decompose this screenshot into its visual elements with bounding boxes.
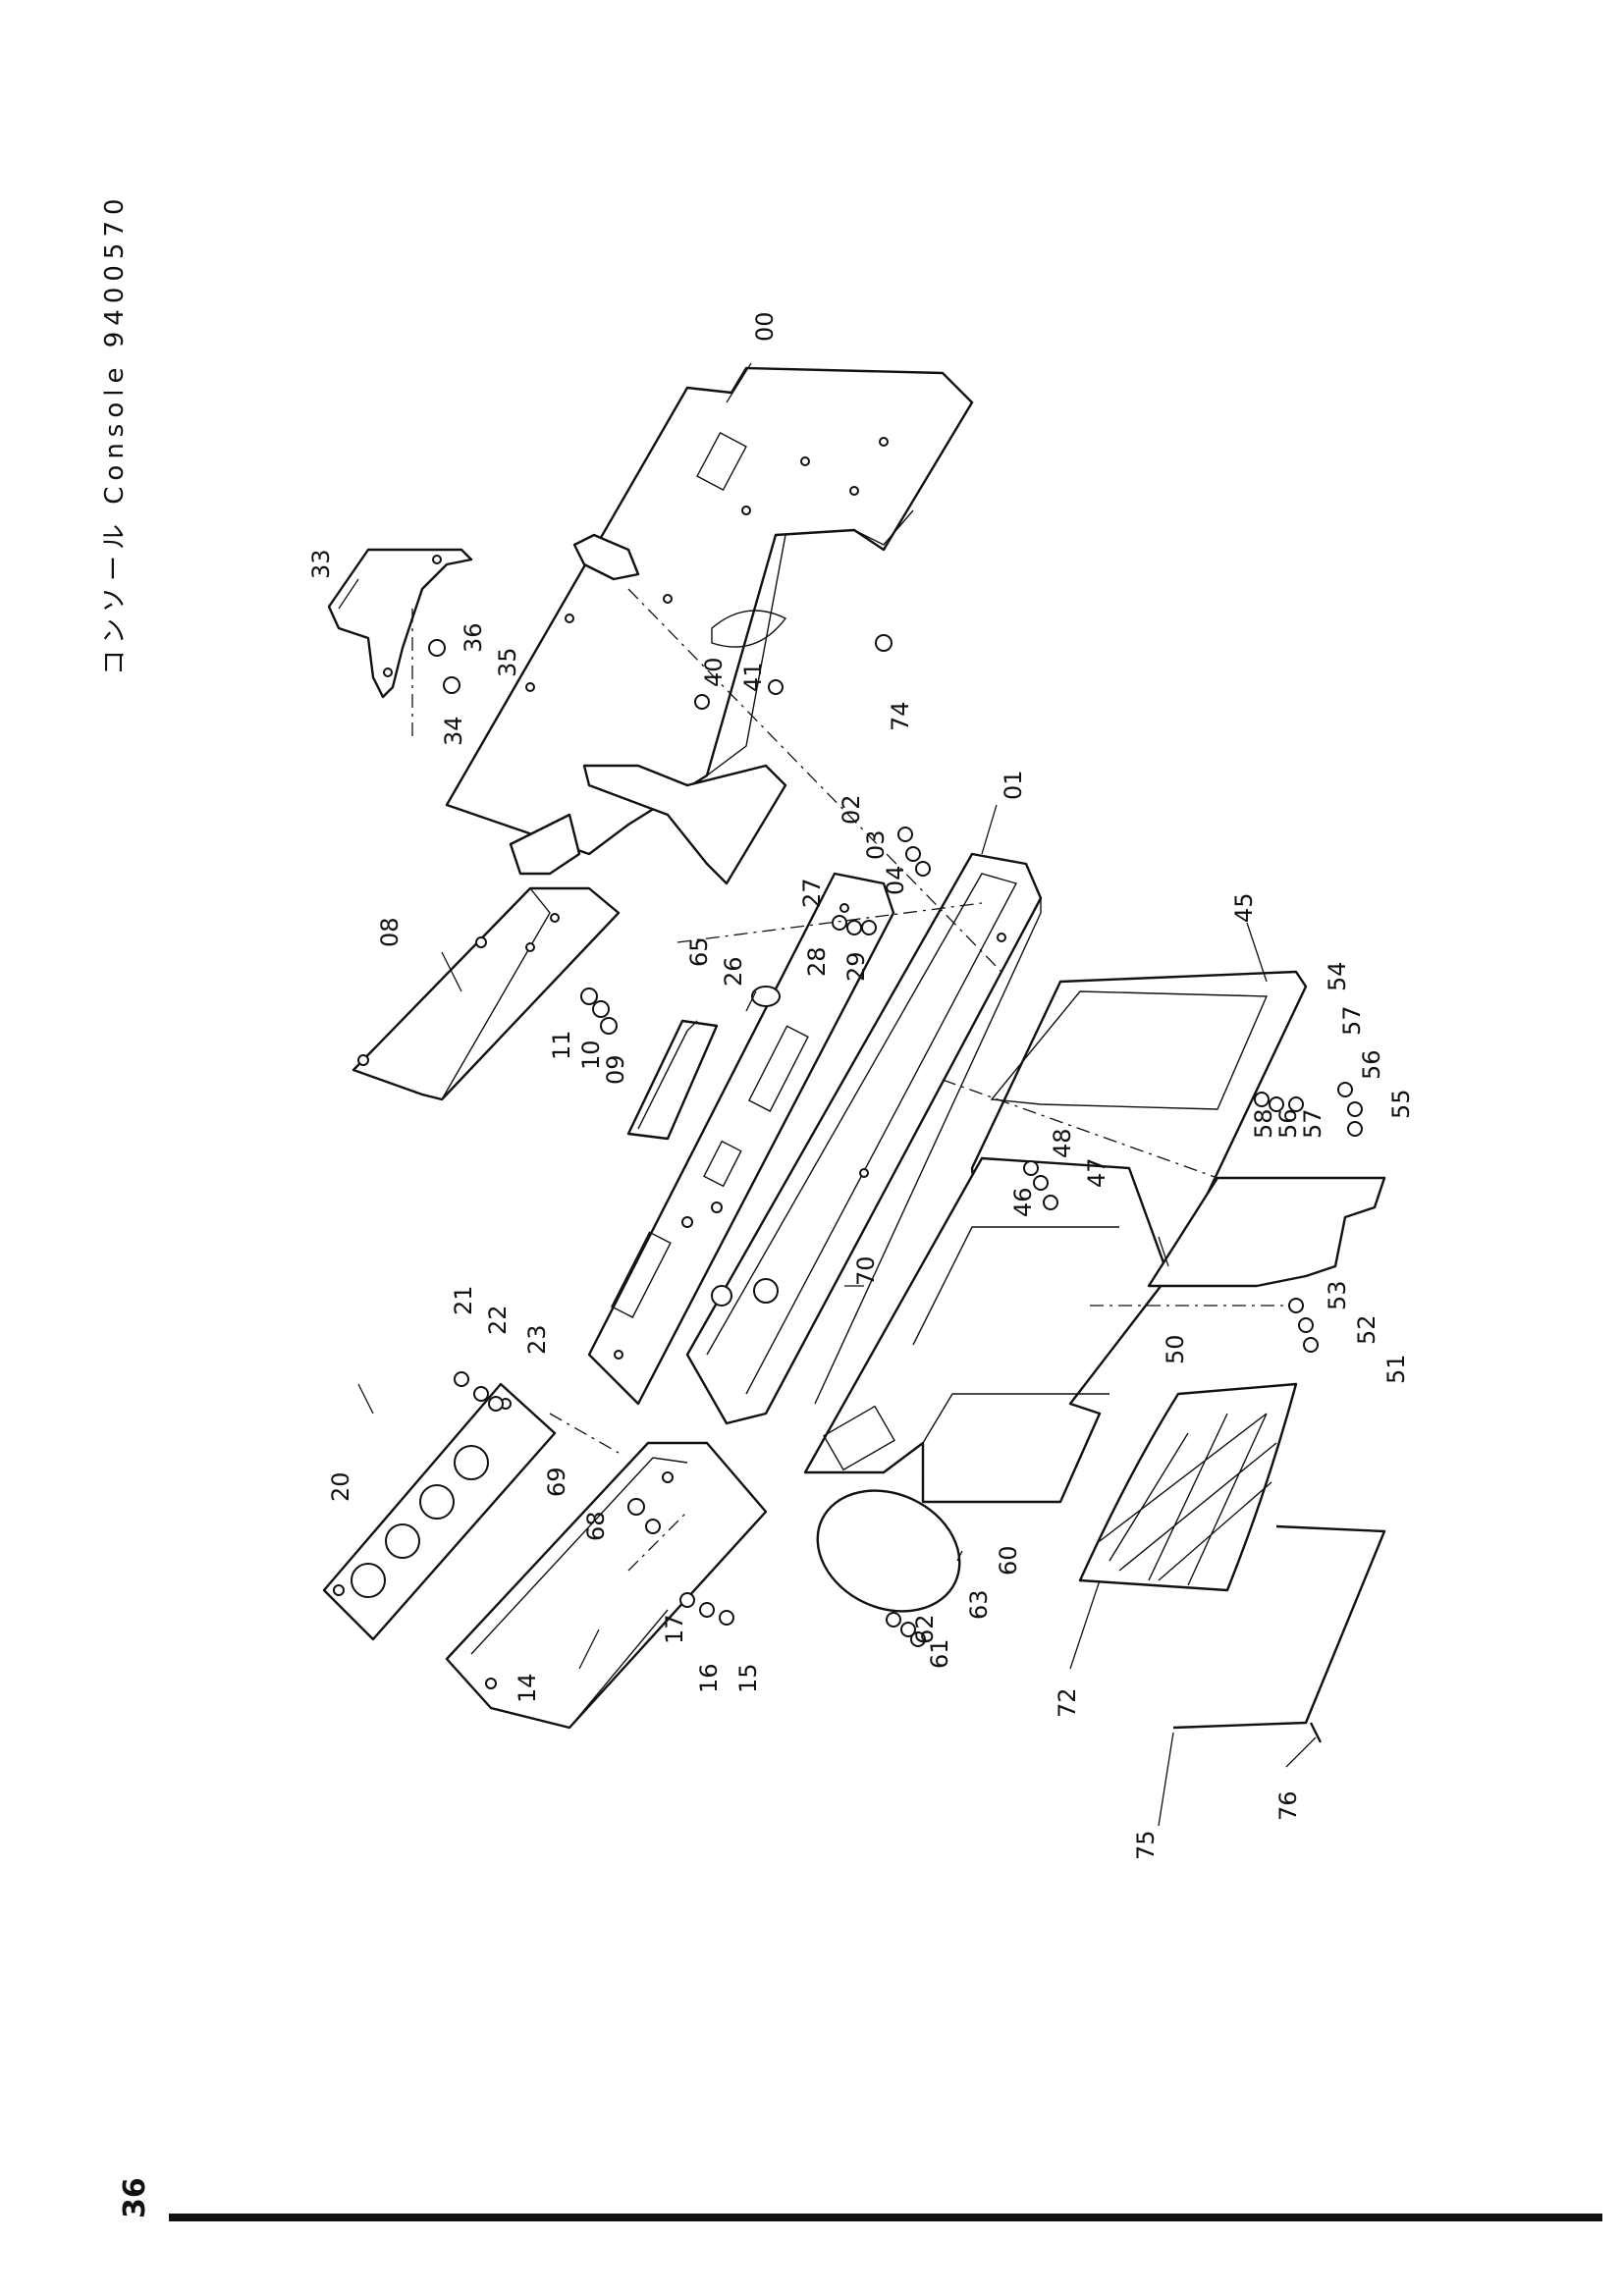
callout: 41 bbox=[739, 662, 767, 692]
callout: 61 bbox=[926, 1638, 953, 1669]
part-76-bolt bbox=[1309, 1722, 1323, 1743]
callout: 40 bbox=[700, 657, 728, 687]
callout: 34 bbox=[440, 716, 467, 746]
callout: 26 bbox=[720, 956, 747, 987]
callout: 33 bbox=[307, 549, 335, 579]
part-65-box bbox=[626, 1019, 719, 1141]
callout: 29 bbox=[842, 951, 870, 982]
callout: 46 bbox=[1009, 1187, 1037, 1217]
part-60-cover-disc bbox=[816, 1489, 961, 1613]
callout: 23 bbox=[523, 1324, 551, 1355]
hardware-fasteners bbox=[428, 634, 1363, 1647]
callout: 52 bbox=[1353, 1314, 1380, 1345]
callout: 01 bbox=[1000, 770, 1027, 800]
callout: 22 bbox=[484, 1305, 512, 1335]
callout: 65 bbox=[685, 936, 713, 967]
callout: 58 bbox=[1250, 1108, 1277, 1139]
callout: 20 bbox=[327, 1471, 354, 1502]
callout: 70 bbox=[852, 1255, 880, 1286]
callout: 69 bbox=[543, 1467, 570, 1497]
part-50-side-plate bbox=[1147, 1176, 1386, 1288]
callout: 47 bbox=[1083, 1157, 1110, 1188]
callout: 57 bbox=[1338, 1005, 1366, 1036]
part-75-bar bbox=[1172, 1524, 1386, 1730]
callout: 00 bbox=[751, 311, 779, 342]
base-plate-post bbox=[572, 533, 640, 581]
callout: 48 bbox=[1049, 1128, 1076, 1158]
callout: 68 bbox=[582, 1511, 610, 1541]
part-08-side-cover bbox=[352, 886, 621, 1101]
assembly-lines bbox=[411, 588, 1286, 1572]
base-plate-bracket bbox=[582, 764, 787, 885]
callouts: 00 01 02 03 04 08 09 10 11 14 15 16 17 2… bbox=[307, 311, 1415, 1860]
callout: 10 bbox=[577, 1040, 605, 1070]
callout: 54 bbox=[1324, 961, 1351, 991]
part-72-net bbox=[1078, 1382, 1298, 1592]
callout: 35 bbox=[494, 647, 521, 677]
callout: 14 bbox=[514, 1673, 541, 1703]
part-26-top-panel bbox=[587, 872, 895, 1406]
callout: 57 bbox=[1299, 1108, 1326, 1139]
callout: 17 bbox=[661, 1614, 688, 1644]
callout: 09 bbox=[602, 1054, 629, 1085]
callout: 27 bbox=[798, 878, 826, 908]
callout: 72 bbox=[1054, 1687, 1081, 1718]
part-00-base-plate bbox=[445, 366, 974, 856]
callout: 15 bbox=[734, 1663, 762, 1693]
callout: 21 bbox=[450, 1285, 477, 1315]
callout: 16 bbox=[695, 1663, 723, 1693]
callout: 02 bbox=[838, 794, 865, 825]
callout: 75 bbox=[1132, 1830, 1160, 1860]
part-20-gauge-panel bbox=[322, 1382, 557, 1641]
callout: 55 bbox=[1387, 1089, 1415, 1119]
part-33-bracket bbox=[327, 548, 473, 699]
callout: 62 bbox=[911, 1614, 939, 1644]
callout: 76 bbox=[1274, 1790, 1302, 1821]
callout: 56 bbox=[1358, 1049, 1385, 1080]
callout: 08 bbox=[376, 917, 404, 947]
footer-rule bbox=[169, 2214, 1602, 2221]
callout: 63 bbox=[965, 1589, 993, 1620]
leader-lines bbox=[338, 362, 1317, 1827]
callout: 03 bbox=[862, 829, 890, 860]
callout: 11 bbox=[548, 1030, 575, 1060]
callout: 60 bbox=[995, 1545, 1022, 1575]
callout: 56 bbox=[1274, 1108, 1302, 1139]
callout: 45 bbox=[1230, 892, 1258, 923]
part-lower-body bbox=[803, 1156, 1170, 1504]
callout: 04 bbox=[882, 865, 909, 895]
callout: 74 bbox=[887, 701, 914, 731]
callout: 51 bbox=[1382, 1354, 1410, 1384]
callout: 28 bbox=[803, 946, 831, 977]
part-14-housing bbox=[445, 1441, 768, 1730]
base-plate-block bbox=[509, 813, 581, 876]
callout: 50 bbox=[1162, 1334, 1189, 1364]
part-01-console-frame bbox=[685, 852, 1043, 1425]
callout: 53 bbox=[1324, 1280, 1351, 1310]
callout: 36 bbox=[460, 622, 487, 653]
